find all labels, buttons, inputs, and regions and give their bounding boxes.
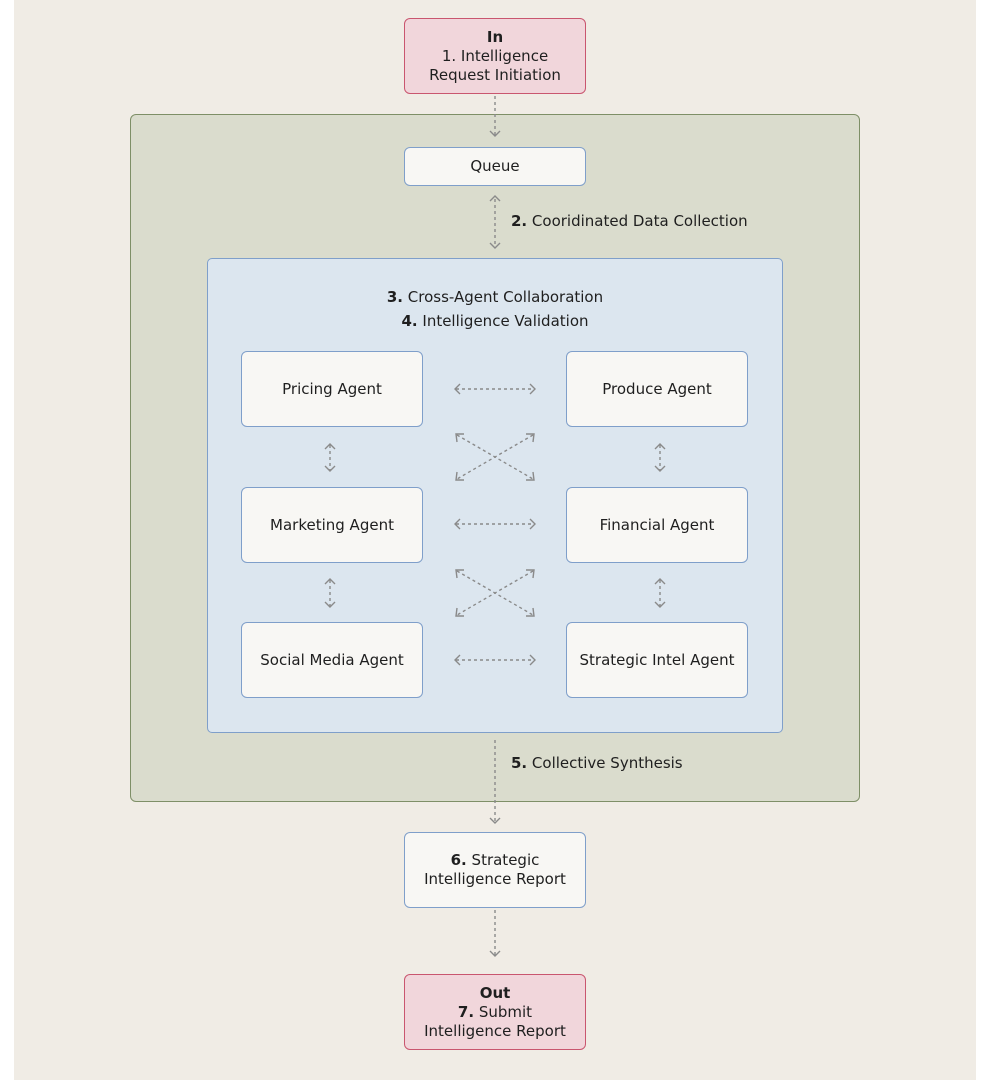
financial-agent-node: Financial Agent [566, 487, 748, 563]
input-tag: In [486, 27, 504, 46]
produce-agent-node: Produce Agent [566, 351, 748, 427]
input-step-label-2: Request Initiation [429, 65, 561, 84]
social-media-agent-label: Social Media Agent [260, 650, 404, 669]
input-step-label: 1. Intelligence [441, 46, 549, 65]
data-collection-label: 2. Cooridinated Data Collection [511, 212, 748, 230]
report-label-2: Intelligence Report [424, 870, 566, 888]
strategic-intel-agent-node: Strategic Intel Agent [566, 622, 748, 698]
pricing-agent-label: Pricing Agent [282, 379, 382, 398]
social-media-agent-node: Social Media Agent [241, 622, 423, 698]
queue-node: Queue [404, 147, 586, 186]
marketing-agent-node: Marketing Agent [241, 487, 423, 563]
output-step-label-2: Intelligence Report [424, 1021, 566, 1040]
input-node: In 1. Intelligence Request Initiation [404, 18, 586, 94]
report-node: 6. Strategic Intelligence Report [404, 832, 586, 908]
marketing-agent-label: Marketing Agent [270, 515, 394, 534]
output-node: Out 7. Submit Intelligence Report [404, 974, 586, 1050]
validation-label: 4. Intelligence Validation [401, 312, 589, 330]
strategic-intel-agent-label: Strategic Intel Agent [579, 650, 735, 669]
pricing-agent-node: Pricing Agent [241, 351, 423, 427]
produce-agent-label: Produce Agent [602, 379, 712, 398]
collaboration-label: 3. Cross-Agent Collaboration [386, 288, 604, 306]
queue-label: Queue [470, 157, 520, 175]
output-step-label: 7. Submit [457, 1002, 533, 1021]
synthesis-label: 5. Collective Synthesis [511, 754, 683, 772]
financial-agent-label: Financial Agent [599, 515, 715, 534]
report-label-1: 6. Strategic [450, 851, 540, 869]
output-tag: Out [479, 983, 511, 1002]
